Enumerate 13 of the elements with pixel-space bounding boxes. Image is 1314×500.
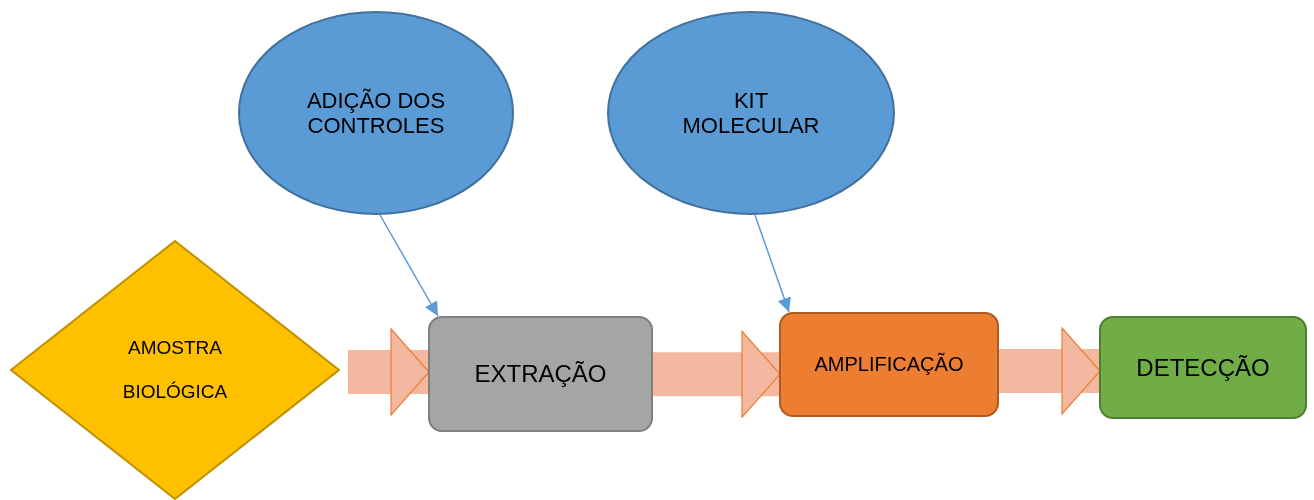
block-arrow — [653, 330, 781, 418]
node-label: KIT MOLECULAR — [681, 87, 821, 139]
node-label: EXTRAÇÃO — [474, 360, 607, 388]
node-label: DETECÇÃO — [1136, 353, 1270, 382]
arrow — [379, 214, 439, 317]
process-box — [779, 312, 999, 417]
node-label: AMPLIFICAÇÃO — [814, 353, 964, 376]
arrow — [754, 214, 791, 313]
process-box — [428, 316, 653, 432]
node-label: ADIÇÃO DOS CONTROLES — [305, 87, 447, 139]
node-label: AMOSTRA BIOLÓGICA — [121, 336, 229, 404]
block-arrow — [348, 328, 430, 416]
process-box — [1099, 316, 1307, 419]
